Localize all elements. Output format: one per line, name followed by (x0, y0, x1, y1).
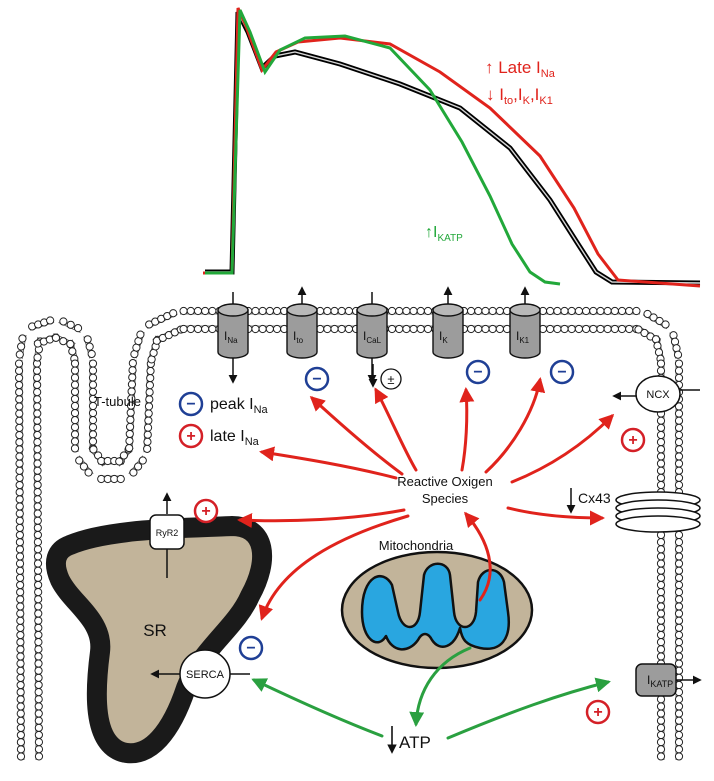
sr-label: SR (143, 621, 167, 640)
ros-arrow-to-ito (309, 395, 404, 476)
channel-k1-top (509, 303, 541, 317)
ryr2-label: RyR2 (156, 528, 179, 538)
ros-arrow-to-ik (459, 387, 475, 472)
ap-trace-ikatp (205, 9, 561, 286)
ncx-body (635, 375, 681, 413)
ros-arrow-to-serca (258, 514, 410, 621)
late-ina-cell-label: late INa (210, 428, 260, 448)
ap-trace-late-ina (203, 7, 701, 288)
ryr2-plus-sign: + (201, 503, 210, 520)
cell-membrane (14, 306, 684, 761)
peak-ina-minus-sign: − (186, 396, 195, 413)
channel-k-body (432, 309, 464, 359)
ros-label-line2: Species (422, 491, 469, 506)
ito-minus-sign: − (312, 371, 321, 388)
ik-minus-sign: − (473, 364, 482, 381)
serca-label: SERCA (186, 669, 225, 681)
ros-arrow-to-ryr2 (237, 508, 406, 528)
channel-to: Ito (286, 286, 318, 359)
channel-k-top (432, 303, 464, 317)
sarcoplasmic-reticulum: SR RyR2 SERCA (45, 492, 273, 764)
ncx-exchanger: NCX (612, 375, 700, 413)
ros-arrow-to-ncx (510, 413, 615, 484)
channel-k: IK (432, 286, 464, 359)
ncx-plus-badge (620, 427, 646, 453)
ros-arrow-to-cx43 (506, 506, 605, 526)
channel-effects: − ± − − (304, 359, 575, 392)
channel-to-top (286, 303, 318, 317)
late-ina-label: ↑ Late INa (485, 58, 556, 80)
ikatp-label: ↑IKATP (425, 224, 463, 244)
ros-arrow-to-ical (374, 387, 418, 472)
channel-na: INa (217, 292, 249, 384)
ical-plus-minus-badge (380, 368, 402, 390)
ikatp-plus-sign: + (593, 704, 602, 721)
channel-cal-body (356, 309, 388, 359)
t-tubule-label: T-tubule (94, 394, 141, 409)
ncx-label: NCX (646, 389, 670, 401)
mito-arrow-to-atp (409, 646, 472, 727)
ros-arrow-to-ik1 (484, 377, 546, 474)
cx43-gap-junction: Cx43 (566, 488, 701, 533)
peak-ina-label: peak INa (210, 396, 269, 416)
atp-arrows (251, 646, 611, 740)
channel-to-label: Ito (293, 329, 304, 345)
ito-minus-badge (304, 366, 330, 392)
ros-arrows (237, 377, 615, 621)
ikatp-plus-badge (585, 699, 611, 725)
channel-cal: ICaL (356, 292, 388, 384)
cx43-ring-4 (615, 515, 701, 533)
ikatp-channel-label: IKATP (647, 673, 673, 689)
ikatp-channel: IKATP (635, 663, 702, 697)
ik1-minus-sign: − (557, 364, 566, 381)
mitochondrion-cristae (360, 562, 511, 651)
peak-ina-minus-badge (178, 391, 204, 417)
channel-na-body (217, 309, 249, 359)
cx43-label: Cx43 (578, 490, 611, 506)
ryr2-plus-badge (193, 498, 219, 524)
ros-arrow-to-late-ina (259, 446, 398, 480)
late-ina-plus-badge (178, 423, 204, 449)
channel-to-body (286, 309, 318, 359)
atp-arrow-to-ikatp (446, 677, 611, 740)
serca-minus-badge (238, 635, 264, 661)
ncx-plus-sign: + (628, 432, 637, 449)
sr-body (45, 516, 273, 764)
ik-minus-badge (465, 359, 491, 385)
channel-na-top (217, 303, 249, 317)
channel-cal-top (356, 303, 388, 317)
mitochondrion: Mitochondria (340, 538, 534, 670)
k-currents-label: ↓ Ito,IK,IK1 (486, 85, 553, 107)
channel-k1: IK1 (509, 286, 541, 359)
ical-plus-minus-sign: ± (387, 372, 394, 387)
atp-label: ATP (399, 733, 431, 752)
channel-k-label: IK (439, 329, 448, 345)
atp-arrow-to-serca (251, 678, 384, 738)
channel-k1-body (509, 309, 541, 359)
late-ina-plus-sign: + (186, 428, 195, 445)
mito-arrow-to-ros (464, 511, 492, 602)
serca-minus-sign: − (246, 640, 255, 657)
mitochondria-label: Mitochondria (379, 538, 454, 553)
ik1-minus-badge (549, 359, 575, 385)
action-potential-plot: ↑ Late INa ↓ Ito,IK,IK1 ↑IKATP (203, 7, 701, 288)
ros-label-line1: Reactive Oxigen (397, 474, 492, 489)
ion-channels: INa Ito ICaL IK IK1 (217, 286, 541, 384)
